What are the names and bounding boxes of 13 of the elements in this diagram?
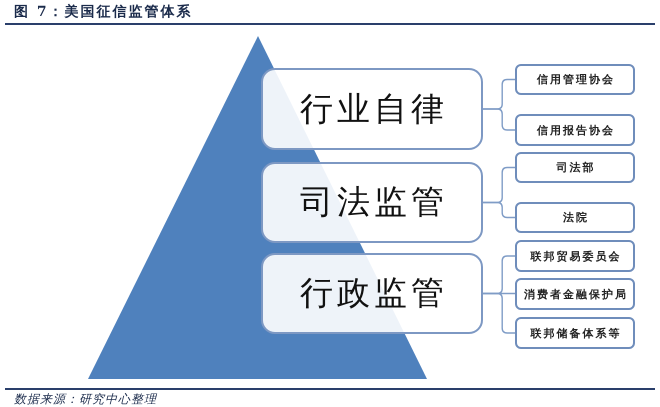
figure-title: 图 7：美国征信监管体系 bbox=[14, 4, 193, 20]
tier-box: 行业自律 bbox=[261, 68, 483, 150]
tier-box: 行政监管 bbox=[261, 253, 483, 334]
agency-box: 消费者金融保护局 bbox=[515, 278, 635, 310]
agency-box: 法院 bbox=[515, 202, 635, 233]
source-note: 数据来源：研究中心整理 bbox=[14, 392, 157, 406]
agency-box: 司法部 bbox=[515, 152, 635, 183]
agency-box: 信用管理协会 bbox=[515, 64, 635, 95]
agency-box: 联邦贸易委员会 bbox=[515, 240, 635, 272]
tier-box: 司法监管 bbox=[261, 162, 483, 243]
agency-box: 信用报告协会 bbox=[515, 114, 635, 146]
bracket-connector bbox=[483, 202, 515, 218]
agency-box: 联邦储备体系等 bbox=[515, 317, 635, 349]
